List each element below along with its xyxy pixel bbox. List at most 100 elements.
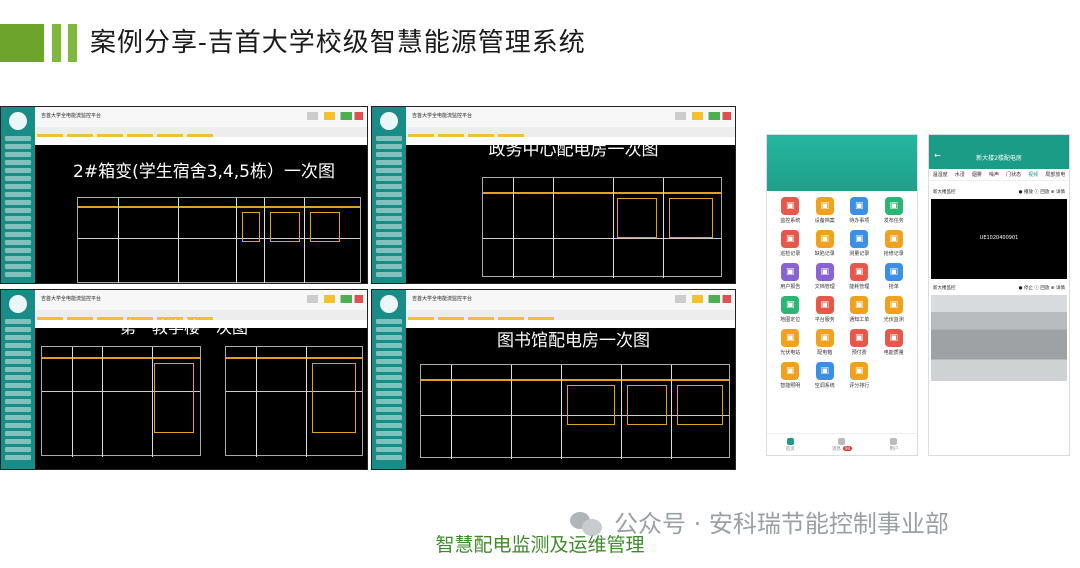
- watermark: 公众号 · 安科瑞节能控制事业部: [570, 510, 949, 538]
- status-icons[interactable]: [675, 112, 731, 120]
- sensor-tab[interactable]: 温湿度: [932, 172, 948, 178]
- menu-item[interactable]: ▣平台服务: [808, 296, 843, 323]
- app-name: 吉首大学全电能流监控平台: [41, 296, 102, 302]
- nav-label: 首页: [785, 446, 795, 452]
- menu-item[interactable]: ▣配电箱: [808, 329, 843, 356]
- menu-item-label: 发布任务: [883, 218, 904, 224]
- menu-item-icon: ▣: [850, 230, 869, 248]
- menu-item[interactable]: ▣ 待办事项: [842, 197, 877, 224]
- sensor-tab[interactable]: 视频: [1028, 172, 1039, 178]
- header-accent-bar: [68, 24, 77, 62]
- menu-item[interactable]: ▣ 用户报告: [773, 263, 808, 290]
- mobile-menu-screen: ▣监控系统▣设备档案▣待办事项▣发布任务▣巡检记录▣缺陷记录▣测量记录▣抢修记录…: [766, 134, 918, 456]
- app-name: 吉首大学全电能流监控平台: [412, 296, 473, 302]
- menu-item[interactable]: ▣ 测量记录: [842, 230, 877, 257]
- menu-item[interactable]: ▣发布任务: [877, 197, 912, 224]
- caption: 智慧配电监测及运维管理: [435, 534, 645, 556]
- menu-item-label: 测量记录: [849, 251, 870, 257]
- menu-item-label: 通知工单: [849, 317, 870, 323]
- nav-label: 消息: [831, 446, 841, 452]
- function-grid: ▣监控系统▣设备档案▣待办事项▣发布任务▣巡检记录▣缺陷记录▣测量记录▣抢修记录…: [773, 197, 911, 389]
- sensor-tab[interactable]: 噪声: [988, 172, 999, 178]
- menu-item[interactable]: ▣ 光伏电站: [773, 329, 808, 356]
- menu-item[interactable]: ▣文档管理: [808, 263, 843, 290]
- tab-strip[interactable]: [406, 127, 735, 139]
- menu-item[interactable]: ▣设备档案: [808, 197, 843, 224]
- sensor-tab[interactable]: 局部放电: [1045, 172, 1066, 178]
- menu-item-icon: ▣: [884, 230, 903, 248]
- sensor-tab[interactable]: 烟雾: [971, 172, 982, 178]
- sidebar: [1, 107, 35, 283]
- diagram-screenshot-4: 吉首大学全电能流监控平台 图书馆配电房一次图: [371, 289, 736, 470]
- topbar: 吉首大学全电能流监控平台: [35, 107, 367, 127]
- camera-actions[interactable]: ● 播放 ⓘ 回放 ⊕ 详情: [1018, 190, 1065, 195]
- nav-item[interactable]: 首页: [785, 437, 795, 452]
- camera-name: 新大楼监控: [933, 190, 956, 195]
- menu-item-label: 巡检记录: [780, 251, 801, 257]
- menu-item-icon: ▣: [815, 230, 834, 248]
- menu-item[interactable]: ▣ 抢修记录: [877, 230, 912, 257]
- logo-icon: [9, 112, 27, 130]
- back-arrow-icon[interactable]: ←: [934, 151, 941, 160]
- menu-item[interactable]: ▣监控系统: [773, 197, 808, 224]
- menu-item-label: 智能照明: [780, 383, 801, 389]
- menu-item-icon: ▣: [815, 296, 834, 314]
- menu-item[interactable]: ▣智能照明: [773, 362, 808, 389]
- tab-strip[interactable]: [35, 127, 367, 139]
- menu-item-label: 用户报告: [780, 284, 801, 290]
- diagram-screenshot-3: 吉首大学全电能流监控平台 第一教学楼一次图: [0, 289, 368, 470]
- menu-item[interactable]: ▣地图定位: [773, 296, 808, 323]
- sensor-tab[interactable]: 水浸: [954, 172, 965, 178]
- menu-item-label: 电能质量: [883, 350, 904, 356]
- menu-item-icon: ▣: [850, 197, 869, 215]
- single-line-diagram: [41, 346, 201, 457]
- sidebar: [372, 290, 406, 469]
- nav-icon: [890, 437, 898, 445]
- menu-item-label: 监控系统: [780, 218, 801, 224]
- screen-title: 新大楼2楼配电房: [976, 155, 1022, 162]
- menu-item-label: 抢修记录: [883, 251, 904, 257]
- menu-item-icon: ▣: [884, 263, 903, 281]
- menu-item-label: 待办事项: [849, 218, 870, 224]
- menu-item[interactable]: ▣电能质量: [877, 329, 912, 356]
- camera-actions[interactable]: ● 停止 ⓘ 回放 ⊕ 详情: [1018, 286, 1065, 291]
- sensor-tab[interactable]: 门状态: [1006, 172, 1022, 178]
- menu-item[interactable]: ▣ 空调系统: [808, 362, 843, 389]
- camera-video-feed[interactable]: UE1020400901: [931, 199, 1067, 279]
- status-icons[interactable]: [675, 295, 731, 303]
- camera-header: 新大楼监控 ● 播放 ⓘ 回放 ⊕ 详情: [931, 187, 1067, 197]
- menu-item[interactable]: ▣评分排行: [842, 362, 877, 389]
- single-line-diagram: [482, 177, 722, 278]
- menu-item[interactable]: ▣通知工单: [842, 296, 877, 323]
- menu-item-icon: ▣: [781, 296, 800, 314]
- menu-item-label: 抢单: [888, 284, 899, 290]
- status-icons[interactable]: [307, 112, 363, 120]
- nav-item[interactable]: 用户: [889, 437, 899, 452]
- menu-item-label: 预付费: [851, 350, 867, 356]
- tab-strip[interactable]: [406, 310, 735, 322]
- menu-item[interactable]: ▣巡检记录: [773, 230, 808, 257]
- camera-video-feed[interactable]: [931, 295, 1067, 381]
- menu-item[interactable]: ▣ 抢单: [877, 263, 912, 290]
- menu-item-icon: ▣: [815, 329, 834, 347]
- nav-icon: [786, 437, 794, 445]
- menu-item-label: 空调系统: [814, 383, 835, 389]
- tab-strip[interactable]: [35, 310, 367, 322]
- menu-item[interactable]: ▣缺陷记录: [808, 230, 843, 257]
- status-icons[interactable]: [307, 295, 363, 303]
- diagram-title: 第一教学楼一次图: [119, 318, 248, 337]
- menu-item-icon: ▣: [781, 329, 800, 347]
- topbar: 吉首大学全电能流监控平台: [35, 290, 367, 310]
- menu-item-label: 能耗管理: [849, 284, 870, 290]
- nav-label: 用户: [889, 446, 899, 452]
- menu-item[interactable]: ▣预付费: [842, 329, 877, 356]
- camera-name: 新大楼监控: [933, 286, 956, 291]
- menu-item-icon: ▣: [781, 263, 800, 281]
- menu-item-icon: ▣: [850, 362, 869, 380]
- menu-item-label: 光伏电站: [780, 350, 801, 356]
- menu-item-icon: ▣: [815, 362, 834, 380]
- menu-item[interactable]: ▣光伏监测: [877, 296, 912, 323]
- menu-item[interactable]: ▣能耗管理: [842, 263, 877, 290]
